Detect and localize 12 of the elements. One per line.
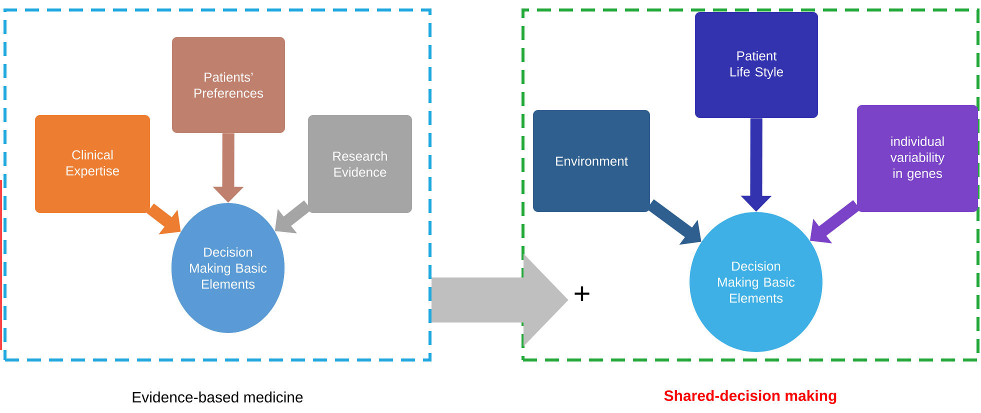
process-box: Research Evidence	[308, 115, 412, 213]
circle-node: Decision Making Basic Elements	[690, 212, 822, 352]
process-box: Patients’ Preferences	[172, 37, 285, 133]
process-box: Environment	[533, 110, 650, 212]
block-arrow	[810, 200, 860, 244]
circle-node: Decision Making Basic Elements	[171, 203, 285, 333]
frame-title: Shared-decision making	[664, 390, 836, 404]
process-box: Patient Life Style	[695, 12, 818, 118]
plus-sign: +	[574, 286, 590, 302]
frame-title: Evidence-based medicine	[132, 392, 303, 402]
process-box: Clinical Expertise	[35, 115, 150, 213]
process-box: individual variability in genes	[857, 105, 978, 212]
